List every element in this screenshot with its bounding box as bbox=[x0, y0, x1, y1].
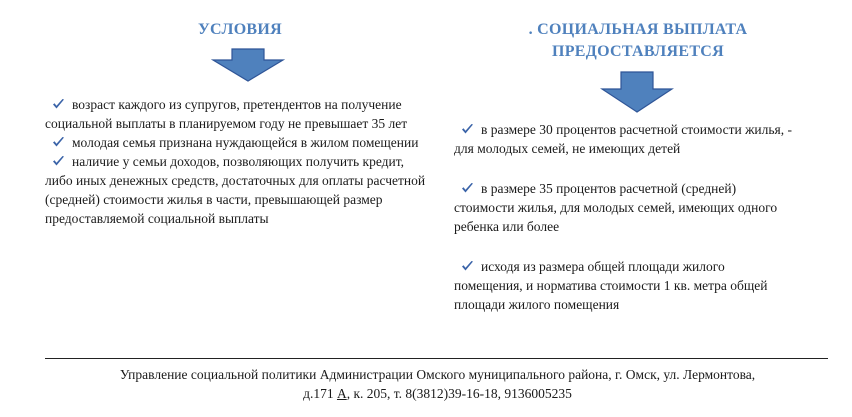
payment-item: в размере 30 процентов расчетной стоимос… bbox=[454, 120, 794, 158]
footer-line2-prefix: д.171 bbox=[303, 386, 337, 401]
conditions-list: возраст каждого из супругов, претенденто… bbox=[45, 95, 430, 228]
footer-line2-suffix: , к. 205, т. 8(3812)39-16-18, 9136005235 bbox=[346, 386, 572, 401]
payment-heading-line2: ПРЕДОСТАВЛЯЕТСЯ bbox=[551, 43, 724, 60]
payment-heading: . СОЦИАЛЬНАЯ ВЫПЛАТА ПРЕДОСТАВЛЯЕТСЯ bbox=[468, 19, 808, 63]
condition-item: молодая семья признана нуждающейся в жил… bbox=[45, 133, 430, 152]
checkmark-icon bbox=[53, 156, 64, 166]
footer-line1: Управление социальной политики Администр… bbox=[119, 367, 756, 382]
checkmark-icon bbox=[462, 261, 473, 271]
condition-text: возраст каждого из супругов, претенденто… bbox=[45, 97, 408, 131]
footer-line2: д.171 А, к. 205, т. 8(3812)39-16-18, 913… bbox=[40, 384, 835, 403]
footer-divider bbox=[45, 358, 828, 359]
checkmark-icon bbox=[53, 99, 64, 109]
checkmark-icon bbox=[53, 137, 64, 147]
payment-text: в размере 35 процентов расчетной (средне… bbox=[454, 181, 778, 234]
condition-item: возраст каждого из супругов, претенденто… bbox=[45, 95, 430, 133]
payment-item: в размере 35 процентов расчетной (средне… bbox=[454, 179, 794, 236]
payment-item: исходя из размера общей площади жилого п… bbox=[454, 257, 794, 314]
footer-address: Управление социальной политики Администр… bbox=[40, 365, 835, 403]
condition-text: наличие у семьи доходов, позволяющих пол… bbox=[45, 154, 426, 226]
condition-item: наличие у семьи доходов, позволяющих пол… bbox=[45, 152, 430, 228]
checkmark-icon bbox=[462, 183, 473, 193]
footer-line2-underlined: А bbox=[336, 386, 347, 401]
payment-text: в размере 30 процентов расчетной стоимос… bbox=[454, 122, 792, 156]
payment-text: исходя из размера общей площади жилого п… bbox=[454, 259, 768, 312]
checkmark-icon bbox=[462, 124, 473, 134]
down-arrow-icon bbox=[600, 71, 674, 113]
conditions-heading: УСЛОВИЯ bbox=[197, 21, 283, 38]
payment-heading-line1: . СОЦИАЛЬНАЯ ВЫПЛАТА bbox=[528, 21, 748, 38]
down-arrow-icon bbox=[211, 48, 285, 82]
payment-list: в размере 30 процентов расчетной стоимос… bbox=[454, 120, 794, 335]
condition-text: молодая семья признана нуждающейся в жил… bbox=[72, 135, 419, 150]
